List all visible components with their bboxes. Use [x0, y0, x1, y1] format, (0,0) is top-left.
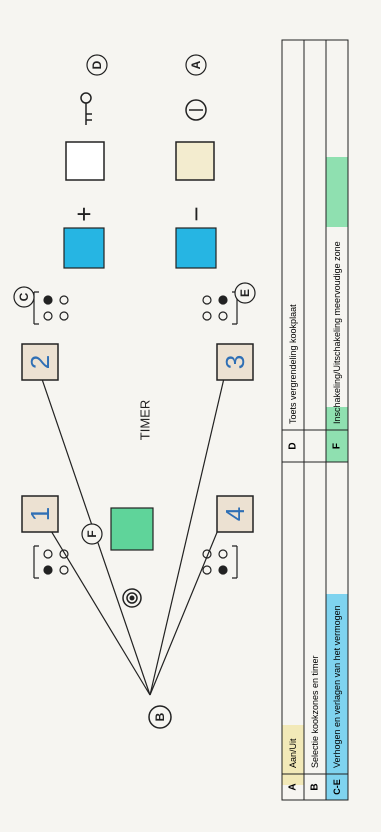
zone-key-3[interactable]: 3 — [216, 343, 254, 381]
highlight-row-a — [282, 725, 304, 785]
power-down-key[interactable] — [175, 227, 217, 269]
zone-key-2-label: 2 — [25, 355, 55, 369]
line-b-to-key-2 — [29, 343, 151, 696]
legend-code-d: D — [288, 442, 299, 449]
legend-code-b: B — [310, 783, 321, 790]
zone-indicator-icon-2 — [33, 291, 69, 325]
callout-b-text: B — [153, 712, 167, 721]
highlight-code-f — [326, 447, 348, 462]
callout-c: C — [13, 286, 35, 308]
callout-d-text: D — [90, 60, 104, 69]
callout-a: A — [185, 54, 207, 76]
minus-symbol: − — [181, 206, 211, 221]
legend-code-a: A — [288, 783, 299, 790]
callout-c-text: C — [17, 292, 31, 301]
power-up-key[interactable] — [63, 227, 105, 269]
zone-indicator-icon-4 — [202, 545, 238, 579]
legend-code-ce: C-E — [332, 779, 342, 795]
legend-text-d: Toets vergrendeling kookplaat — [288, 304, 298, 424]
key-lock-icon — [80, 92, 92, 125]
callout-b: B — [148, 705, 172, 729]
plus-symbol: + — [76, 199, 91, 229]
zone-key-4-label: 4 — [220, 507, 250, 521]
callout-f-text: F — [85, 530, 99, 537]
legend-text-b: Selectie kookzones en timer — [310, 655, 320, 768]
highlight-row-f-end — [326, 157, 348, 227]
zone-key-2[interactable]: 2 — [21, 343, 59, 381]
legend-code-f: F — [332, 443, 343, 449]
zone-indicator-icon-1 — [33, 545, 69, 579]
lock-key[interactable] — [65, 141, 105, 181]
zone-key-4[interactable]: 4 — [216, 495, 254, 533]
on-off-key[interactable] — [175, 141, 215, 181]
legend-text-f: Inschakeling/Uitschakeling meervoudige z… — [332, 241, 342, 424]
callout-d: D — [86, 54, 108, 76]
highlight-row-f-start — [326, 407, 348, 447]
zone-key-3-label: 3 — [220, 355, 250, 369]
timer-label: TIMER — [138, 400, 153, 440]
highlight-code-ce — [326, 774, 348, 800]
callout-e: E — [234, 282, 256, 304]
zone-key-1[interactable]: 1 — [21, 495, 59, 533]
callout-e-text: E — [238, 289, 252, 297]
callout-a-text: A — [189, 60, 203, 69]
callout-f: F — [81, 523, 103, 545]
legend-text-a: Aan/Uit — [288, 738, 298, 768]
multi-zone-key[interactable] — [110, 507, 154, 551]
highlight-row-ce — [326, 594, 348, 774]
zone-key-1-label: 1 — [25, 507, 55, 521]
multi-zone-icon — [122, 588, 142, 608]
power-icon — [185, 99, 207, 121]
legend-text-ce: Verhogen en verlagen van het vermogen — [332, 605, 342, 768]
legend-table: A Aan/Uit B Selectie kookzones en timer … — [281, 39, 349, 801]
line-b-to-key-3 — [149, 343, 233, 696]
zone-indicator-icon-3 — [202, 291, 238, 325]
